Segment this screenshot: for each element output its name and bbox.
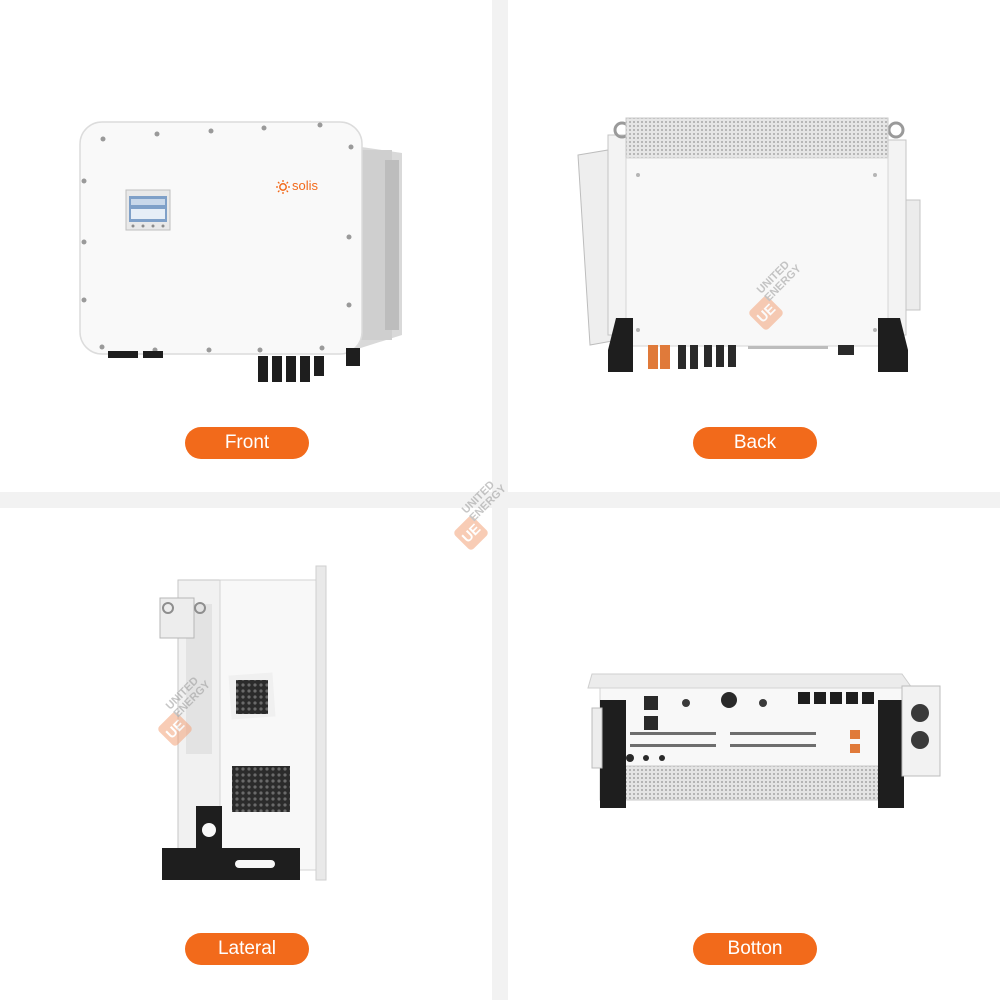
front-view-panel: solis Front xyxy=(0,0,492,492)
front-label: Front xyxy=(185,427,309,459)
back-label: Back xyxy=(693,427,817,459)
bottom-label: Botton xyxy=(693,933,817,965)
inverter-front-image xyxy=(79,121,402,382)
solis-logo-text: solis xyxy=(292,178,319,193)
sun-logo-icon xyxy=(276,180,290,194)
inverter-lateral-image xyxy=(159,565,327,881)
bottom-view-panel: Botton xyxy=(508,508,1000,1000)
inverter-bottom-image xyxy=(587,673,941,808)
inverter-back-image xyxy=(577,117,921,372)
lateral-label: Lateral xyxy=(185,933,309,965)
